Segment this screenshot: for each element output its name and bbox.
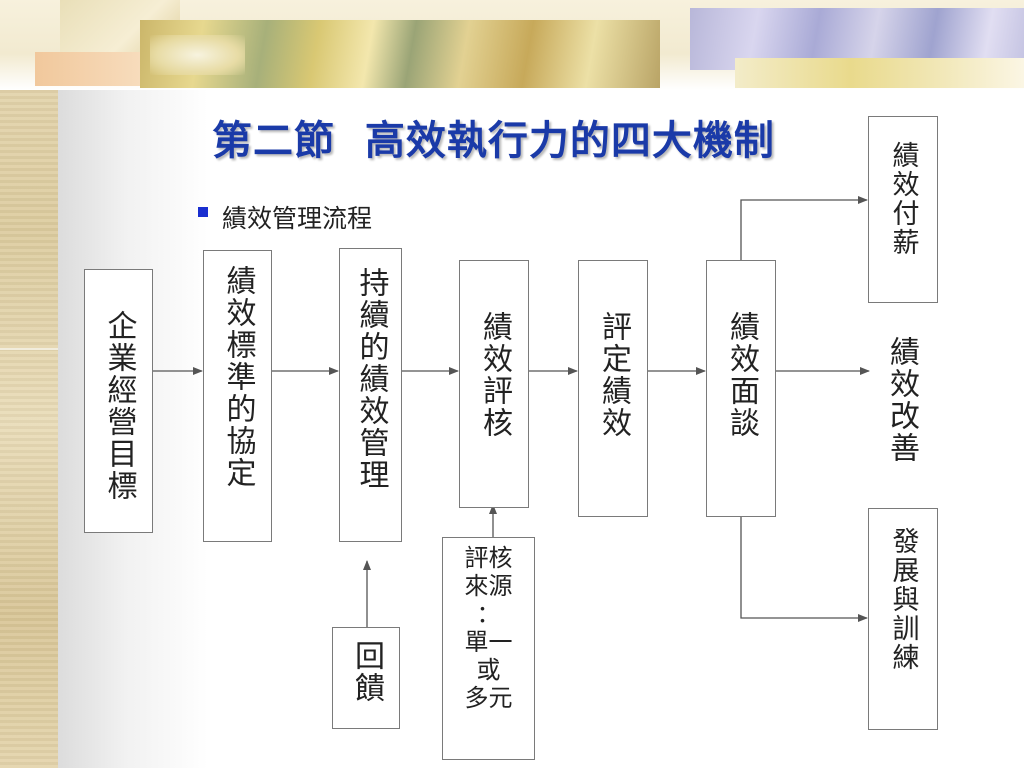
bullet-square-icon [198,207,208,217]
node-continuous-label: 持續的績效管理 [353,267,389,491]
node-improve-label: 績效改善 [884,336,919,464]
source-line: 評核 [464,544,513,572]
node-feedback: 回饋 [332,627,400,729]
node-source-text: 評核 來源 ： 單一 或 多元 [465,538,513,759]
node-source: 評核 來源 ： 單一 或 多元 [442,537,535,760]
source-line: 或 [476,656,501,684]
node-rating-label: 評定績效 [596,311,631,439]
node-appraisal: 績效評核 [459,260,529,508]
node-pay: 績效付薪 [868,116,938,303]
arrow-interview-develop [740,517,868,622]
node-feedback-label: 回饋 [349,640,384,704]
node-develop-label: 發展與訓練 [887,527,919,672]
node-interview: 績效面談 [706,260,776,517]
node-rating: 評定績效 [578,260,648,517]
node-goal: 企業經營目標 [84,269,153,533]
left-decor-strip [0,0,58,768]
node-improve: 績效改善 [884,336,926,476]
bullet-text: 績效管理流程 [222,204,373,233]
slide-title: 第二節 高效執行力的四大機制 [212,117,775,164]
top-banner [0,0,1024,90]
arrow-interview-pay [740,196,868,261]
node-develop: 發展與訓練 [868,508,938,730]
source-line: 多元 [464,684,513,712]
banner-tile [35,52,140,86]
node-interview-label: 績效面談 [724,311,759,439]
banner-leaf [150,35,245,75]
source-line: ： [476,600,501,628]
node-pay-label: 績效付薪 [887,141,919,257]
banner-tile [735,58,1024,88]
node-goal-label: 企業經營目標 [101,310,137,502]
source-line: 單一 [464,628,513,656]
node-continuous: 持續的績效管理 [339,248,402,542]
node-standard: 績效標準的協定 [203,250,272,542]
node-standard-label: 績效標準的協定 [220,265,256,489]
source-line: 來源 [464,572,513,600]
node-appraisal-label: 績效評核 [477,311,512,439]
